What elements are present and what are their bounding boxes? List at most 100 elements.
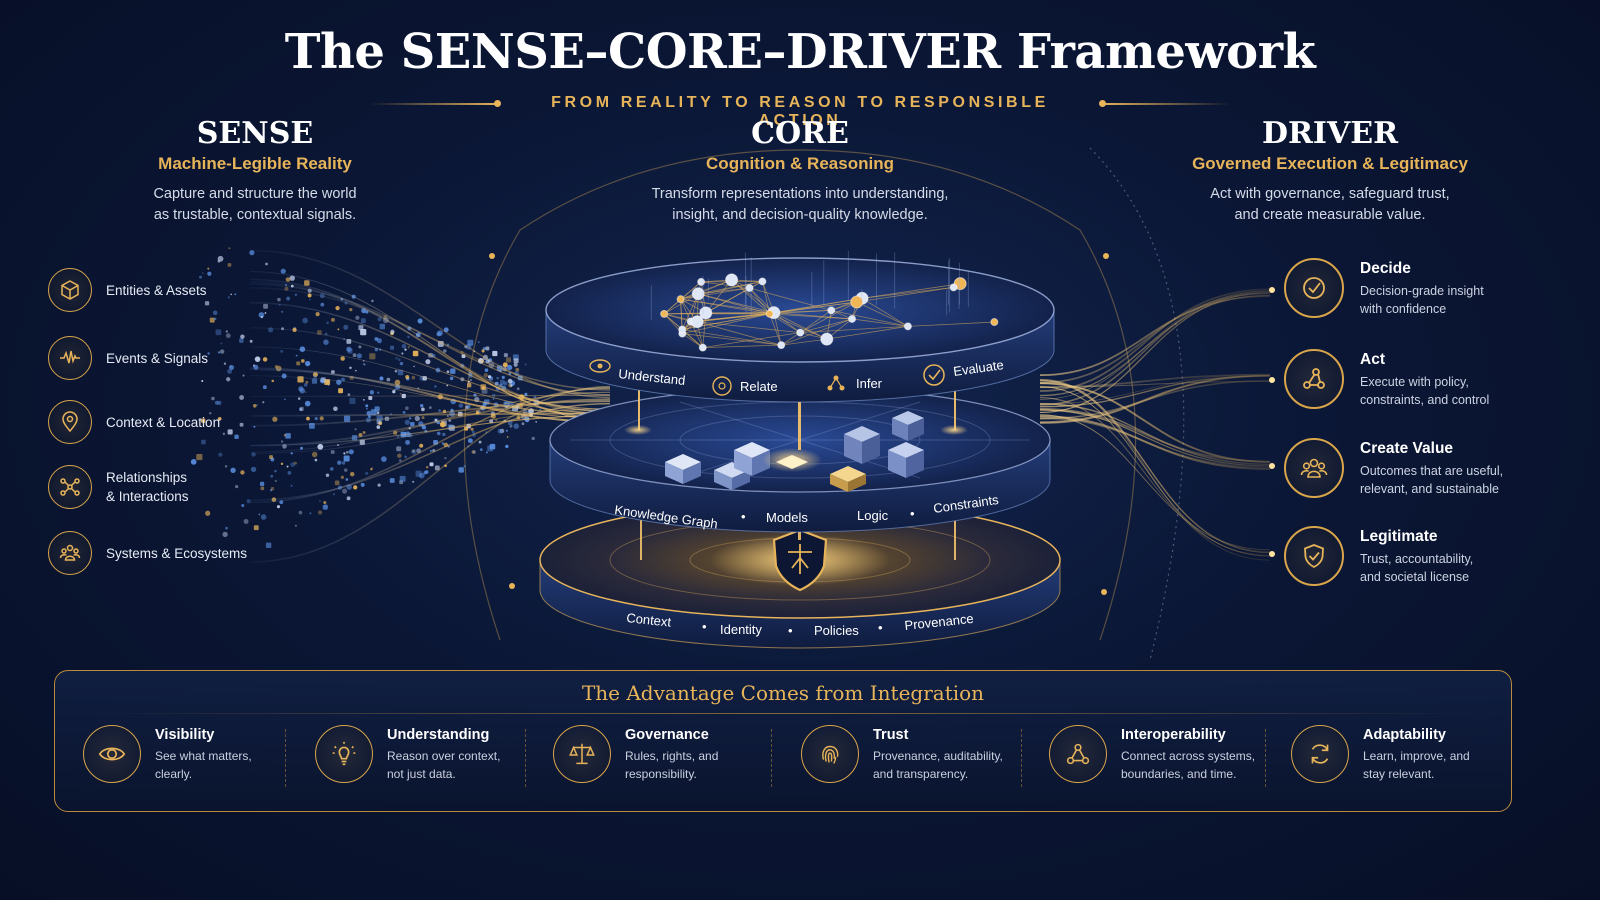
sense-item-label: Systems & Ecosystems [106,545,248,561]
location-pin-icon [48,400,92,444]
subtitle-dot-left [494,100,501,107]
svg-text:•: • [910,506,915,521]
layer-label-logic: Logic [857,508,889,523]
advantage-item-title: Trust [873,727,909,743]
lightbulb-icon [315,725,373,783]
svg-text:•: • [878,620,883,635]
driver-desc-line: Act with governance, safeguard trust, [1210,186,1450,202]
arc-left [463,149,801,641]
advantage-divider [1021,729,1023,787]
driver-desc-line: and create measurable value. [1234,207,1426,223]
advantage-item-desc: Provenance, auditability,and transparenc… [873,749,1003,781]
sense-subheading: Machine-Legible Reality [158,154,352,173]
advantage-divider [285,729,287,787]
shield-check-icon [1284,526,1344,586]
advantage-item-title: Governance [625,727,709,743]
layer-label-relate: Relate [740,379,778,394]
pulse-icon [48,336,92,380]
refresh-icon [1291,725,1349,783]
driver-item-desc: Outcomes that are useful,relevant, and s… [1360,464,1504,496]
advantage-item-desc: Connect across systems,boundaries, and t… [1121,749,1256,781]
sense-header: SENSE Machine-Legible Reality Capture an… [120,116,390,226]
svg-text:•: • [702,619,707,634]
knowledge-network [650,250,999,352]
cube-icon [48,268,92,312]
eye-icon [589,359,611,373]
sense-heading: SENSE [196,116,314,151]
page-subtitle: FROM REALITY TO REASON TO RESPONSIBLE AC… [551,94,1049,129]
advantage-item-visibility: Visibility See what matters,clearly. [83,725,252,783]
driver-item-title: Decide [1360,260,1411,277]
arc-right [799,149,1137,641]
layer-label-provenance: Provenance [904,611,975,633]
sense-item-relationships: Relationships& Interactions [48,465,189,509]
layer-label-evaluate: Evaluate [952,357,1004,379]
advantage-item-desc: See what matters,clearly. [155,749,252,781]
hierarchy-icon [827,375,845,391]
advantage-divider [525,729,527,787]
advantage-item-interoperability: Interoperability Connect across systems,… [1049,725,1255,783]
advantage-item-title: Understanding [387,727,490,743]
data-cubes [665,411,924,492]
advantage-item-title: Adaptability [1363,727,1446,743]
driver-item-legitimate: Legitimate Trust, accountability,and soc… [1284,526,1473,586]
driver-description: Act with governance, safeguard trust, an… [1170,184,1490,226]
connect-icon [1049,725,1107,783]
driver-item-desc: Trust, accountability,and societal licen… [1360,552,1474,584]
nodes-icon [1284,349,1344,409]
advantage-item-desc: Reason over context,not just data. [387,749,501,781]
advantage-item-title: Interoperability [1121,727,1226,743]
sense-item-label: Entities & Assets [106,282,207,298]
driver-item-title: Legitimate [1360,528,1438,545]
driver-header: DRIVER Governed Execution & Legitimacy A… [1170,116,1490,226]
core-stack: Knowledge Graph • Models Logic • Constra… [539,250,1061,649]
advantage-item-understanding: Understanding Reason over context,not ju… [315,725,500,783]
core-subheading: Cognition & Reasoning [706,154,894,173]
driver-heading: DRIVER [1261,116,1399,151]
core-top-layer [545,250,1055,403]
particle-cloud [190,247,542,548]
advantage-divider [771,729,773,787]
sense-item-context: Context & Location [48,400,220,444]
advantage-item-trust: Trust Provenance, auditability,and trans… [801,725,1003,783]
advantage-panel: The Advantage Comes from Integration Vis… [54,670,1512,812]
layer-label-understand: Understand [618,366,686,388]
people-icon [1284,438,1344,498]
subtitle-row: FROM REALITY TO REASON TO RESPONSIBLE AC… [370,92,1230,129]
sense-description: Capture and structure the world as trust… [120,184,390,226]
driver-subheading: Governed Execution & Legitimacy [1192,154,1468,173]
layer-label-identity: Identity [720,622,762,637]
layer-label-infer: Infer [856,376,883,391]
driver-item-create-value: Create Value Outcomes that are useful,re… [1284,438,1503,498]
network-icon [48,465,92,509]
signal-streams-left [249,249,611,563]
driver-item-desc: Execute with policy,constraints, and con… [1360,375,1490,407]
sense-item-events: Events & Signals [48,336,208,380]
subtitle-rule-left [370,103,500,105]
scales-icon [553,725,611,783]
advantage-item-title: Visibility [155,727,215,743]
layer-label-models: Models [766,510,808,525]
sense-item-label: Context & Location [106,414,221,430]
sense-item-entities: Entities & Assets [48,268,207,312]
sense-desc-line: Capture and structure the world [153,186,357,202]
sense-item-systems: Systems & Ecosystems [48,531,247,575]
top-layer-labels: Understand Relate Infer Evaluate [589,357,1005,396]
svg-text:•: • [741,509,746,524]
check-circle-icon [923,364,945,386]
driver-item-act: Act Execute with policy,constraints, and… [1284,349,1489,409]
advantage-rule [93,713,1473,714]
sense-desc-line: as trustable, contextual signals. [153,207,357,223]
check-circle-icon [1284,258,1344,318]
svg-text:•: • [788,623,793,638]
layer-label-context: Context [626,610,673,630]
sense-item-label: Events & Signals [106,350,209,366]
page-title: The SENSE–CORE–DRIVER Framework [284,24,1316,80]
